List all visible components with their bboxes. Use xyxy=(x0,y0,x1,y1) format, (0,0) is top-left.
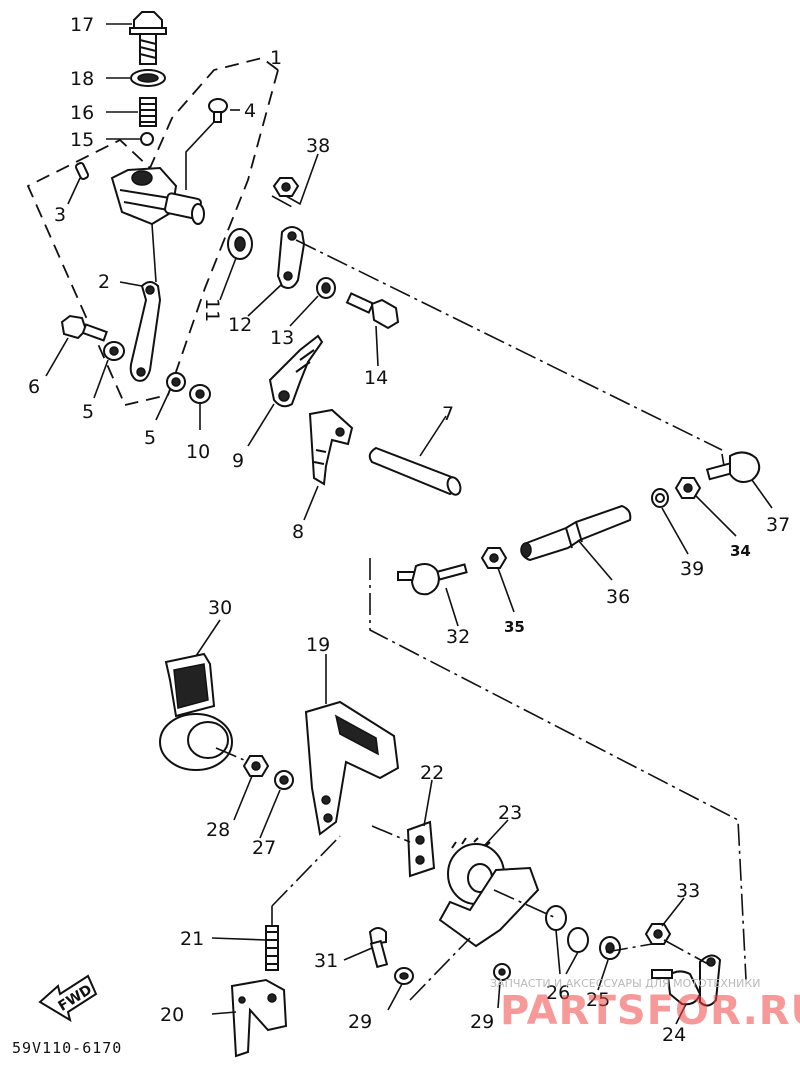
part-20-bracket xyxy=(230,978,288,1058)
part-39-washer xyxy=(651,488,669,508)
part-6-bolt xyxy=(60,314,108,342)
callout-19: 19 xyxy=(306,634,330,656)
watermark-logo: PARTSFOR.RU xyxy=(500,988,800,1034)
callout-22: 22 xyxy=(420,762,444,784)
part-5-washer-upper xyxy=(103,341,125,361)
part-12-link-plate xyxy=(276,226,306,289)
callout-29-right: 29 xyxy=(470,1011,494,1033)
part-26-o-ring-1 xyxy=(545,905,567,931)
part-11-washer xyxy=(227,228,253,260)
part-7-rod xyxy=(368,446,462,496)
callout-5-upper: 5 xyxy=(82,401,94,423)
part-5-washer-lower xyxy=(166,372,186,392)
callout-28: 28 xyxy=(206,819,230,841)
callout-39: 39 xyxy=(680,558,704,580)
part-29-washer-left xyxy=(394,967,414,985)
drawing-code: 59V110-6170 xyxy=(12,1039,122,1057)
callout-8: 8 xyxy=(292,521,304,543)
part-29-washer-right xyxy=(493,963,511,981)
callout-17: 17 xyxy=(70,14,94,36)
callout-33: 33 xyxy=(676,880,700,902)
part-8-shift-fork xyxy=(308,408,354,486)
callout-3: 3 xyxy=(54,204,66,226)
callout-29-left: 29 xyxy=(348,1011,372,1033)
callout-37: 37 xyxy=(766,514,790,536)
part-9-shift-lever xyxy=(268,334,324,408)
part-1-shift-shaft-assembly xyxy=(110,166,205,283)
part-27-washer xyxy=(274,770,294,790)
part-19-lever-grip xyxy=(304,700,400,836)
part-35-nut xyxy=(480,547,508,569)
callout-14: 14 xyxy=(364,367,388,389)
callout-26: 26 xyxy=(546,982,570,1004)
part-30-cover xyxy=(159,652,233,771)
callout-34: 34 xyxy=(730,542,751,560)
callout-numbers: 17 18 16 15 1 4 3 38 2 11 12 13 14 6 5 5… xyxy=(28,14,790,1046)
part-38-nut xyxy=(272,177,300,197)
part-36-rod xyxy=(520,504,632,562)
callout-leaders xyxy=(45,23,773,1025)
part-32-ball-joint xyxy=(397,563,468,596)
part-34-nut xyxy=(674,477,702,499)
callout-4: 4 xyxy=(244,100,256,122)
callout-13: 13 xyxy=(270,327,294,349)
part-2-lever xyxy=(129,281,162,382)
part-22-plate xyxy=(406,820,436,878)
part-14-bolt xyxy=(345,292,400,330)
part-4-nipple xyxy=(208,98,228,123)
callout-18: 18 xyxy=(70,68,94,90)
part-28-nut xyxy=(242,755,270,777)
callout-12: 12 xyxy=(228,314,252,336)
assembly-connector-lines xyxy=(215,195,747,1001)
watermark: ЗАПЧАСТИ И АКСЕССУАРЫ ДЛЯ МОТОТЕХНИКИ PA… xyxy=(490,977,800,1034)
callout-24: 24 xyxy=(662,1024,686,1046)
part-18-washer xyxy=(130,69,166,87)
part-3-pin xyxy=(74,162,90,180)
part-23-bracket-gear xyxy=(438,837,540,948)
callout-38: 38 xyxy=(306,135,330,157)
part-37-ball-joint xyxy=(705,451,761,483)
watermark-tagline: ЗАПЧАСТИ И АКСЕССУАРЫ ДЛЯ МОТОТЕХНИКИ xyxy=(490,977,760,990)
callout-25: 25 xyxy=(586,989,610,1011)
callout-27: 27 xyxy=(252,837,276,859)
callout-11: 11 xyxy=(201,298,223,322)
part-24-ball-joint-link xyxy=(651,954,722,1007)
part-16-spring xyxy=(139,97,157,127)
callout-10: 10 xyxy=(186,441,210,463)
callout-20: 20 xyxy=(160,1004,184,1026)
callout-23: 23 xyxy=(498,802,522,824)
part-25-washer xyxy=(599,936,621,960)
callout-30: 30 xyxy=(208,597,232,619)
part-15-ball xyxy=(140,132,154,146)
callout-7: 7 xyxy=(442,403,454,425)
assembly-1-outline xyxy=(26,57,279,406)
callout-21: 21 xyxy=(180,928,204,950)
callout-31: 31 xyxy=(314,950,338,972)
part-10-washer xyxy=(189,384,211,404)
callout-15: 15 xyxy=(70,129,94,151)
callout-2: 2 xyxy=(98,271,110,293)
part-13-washer xyxy=(316,277,336,299)
callout-5-lower: 5 xyxy=(144,427,156,449)
part-31-bolt xyxy=(368,927,389,969)
callout-16: 16 xyxy=(70,102,94,124)
callout-36: 36 xyxy=(606,586,630,608)
callout-35: 35 xyxy=(504,618,525,636)
forward-direction-arrow: FWD xyxy=(38,974,98,1023)
callout-9: 9 xyxy=(232,450,244,472)
callout-32: 32 xyxy=(446,626,470,648)
part-17-bolt xyxy=(129,11,167,65)
callout-6: 6 xyxy=(28,376,40,398)
part-21-spring xyxy=(265,925,279,971)
part-26-o-ring-2 xyxy=(567,927,589,953)
callout-1: 1 xyxy=(270,47,282,69)
